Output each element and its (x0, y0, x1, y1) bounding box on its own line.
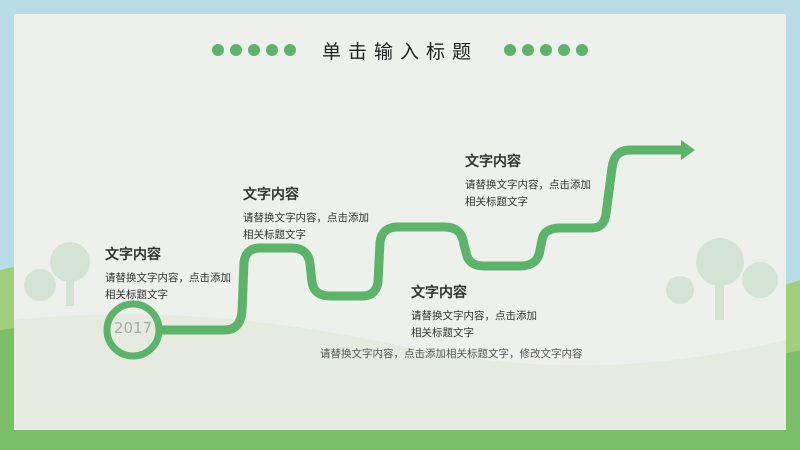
right-dot-group (504, 44, 588, 56)
milestone-description: 请替换文字内容，点击添加相关标题文字 (105, 272, 231, 301)
dot-icon (229, 44, 242, 56)
left-dot-group (211, 44, 296, 56)
dot-icon (211, 44, 224, 56)
slide-title[interactable]: 单击输入标题 (321, 40, 478, 63)
milestone-2[interactable]: 文字内容 请替换文字内容，点击添加相关标题文字 (243, 184, 379, 244)
dot-icon (265, 44, 278, 56)
dot-icon (540, 44, 552, 56)
dot-icon (522, 44, 534, 56)
title-row: 单击输入标题 (0, 36, 800, 64)
footnote-text[interactable]: 请替换文字内容，点击添加相关标题文字，修改文字内容 (320, 348, 583, 360)
dot-icon (283, 44, 296, 56)
arrow-head-icon (681, 140, 695, 160)
milestone-heading: 文字内容 (105, 247, 161, 263)
timeline-stroke (155, 145, 687, 335)
dot-icon (247, 44, 260, 56)
milestone-4[interactable]: 文字内容 请替换文字内容，点击添加相关标题文字 (465, 151, 601, 211)
dot-icon (558, 44, 570, 56)
dot-icon (504, 44, 516, 56)
milestone-3[interactable]: 文字内容 请替换文字内容，点击添加相关标题文字 (411, 282, 547, 342)
milestone-heading: 文字内容 (465, 154, 521, 170)
dot-icon (576, 44, 588, 56)
milestone-description: 请替换文字内容，点击添加相关标题文字 (465, 179, 591, 208)
milestone-description: 请替换文字内容，点击添加相关标题文字 (411, 310, 537, 339)
year-ring (103, 300, 163, 360)
year-label: 2017 (113, 319, 153, 337)
milestone-heading: 文字内容 (243, 187, 299, 203)
milestone-description: 请替换文字内容，点击添加相关标题文字 (243, 212, 369, 241)
milestone-1[interactable]: 文字内容 请替换文字内容，点击添加相关标题文字 (105, 244, 241, 304)
milestone-heading: 文字内容 (411, 285, 467, 301)
